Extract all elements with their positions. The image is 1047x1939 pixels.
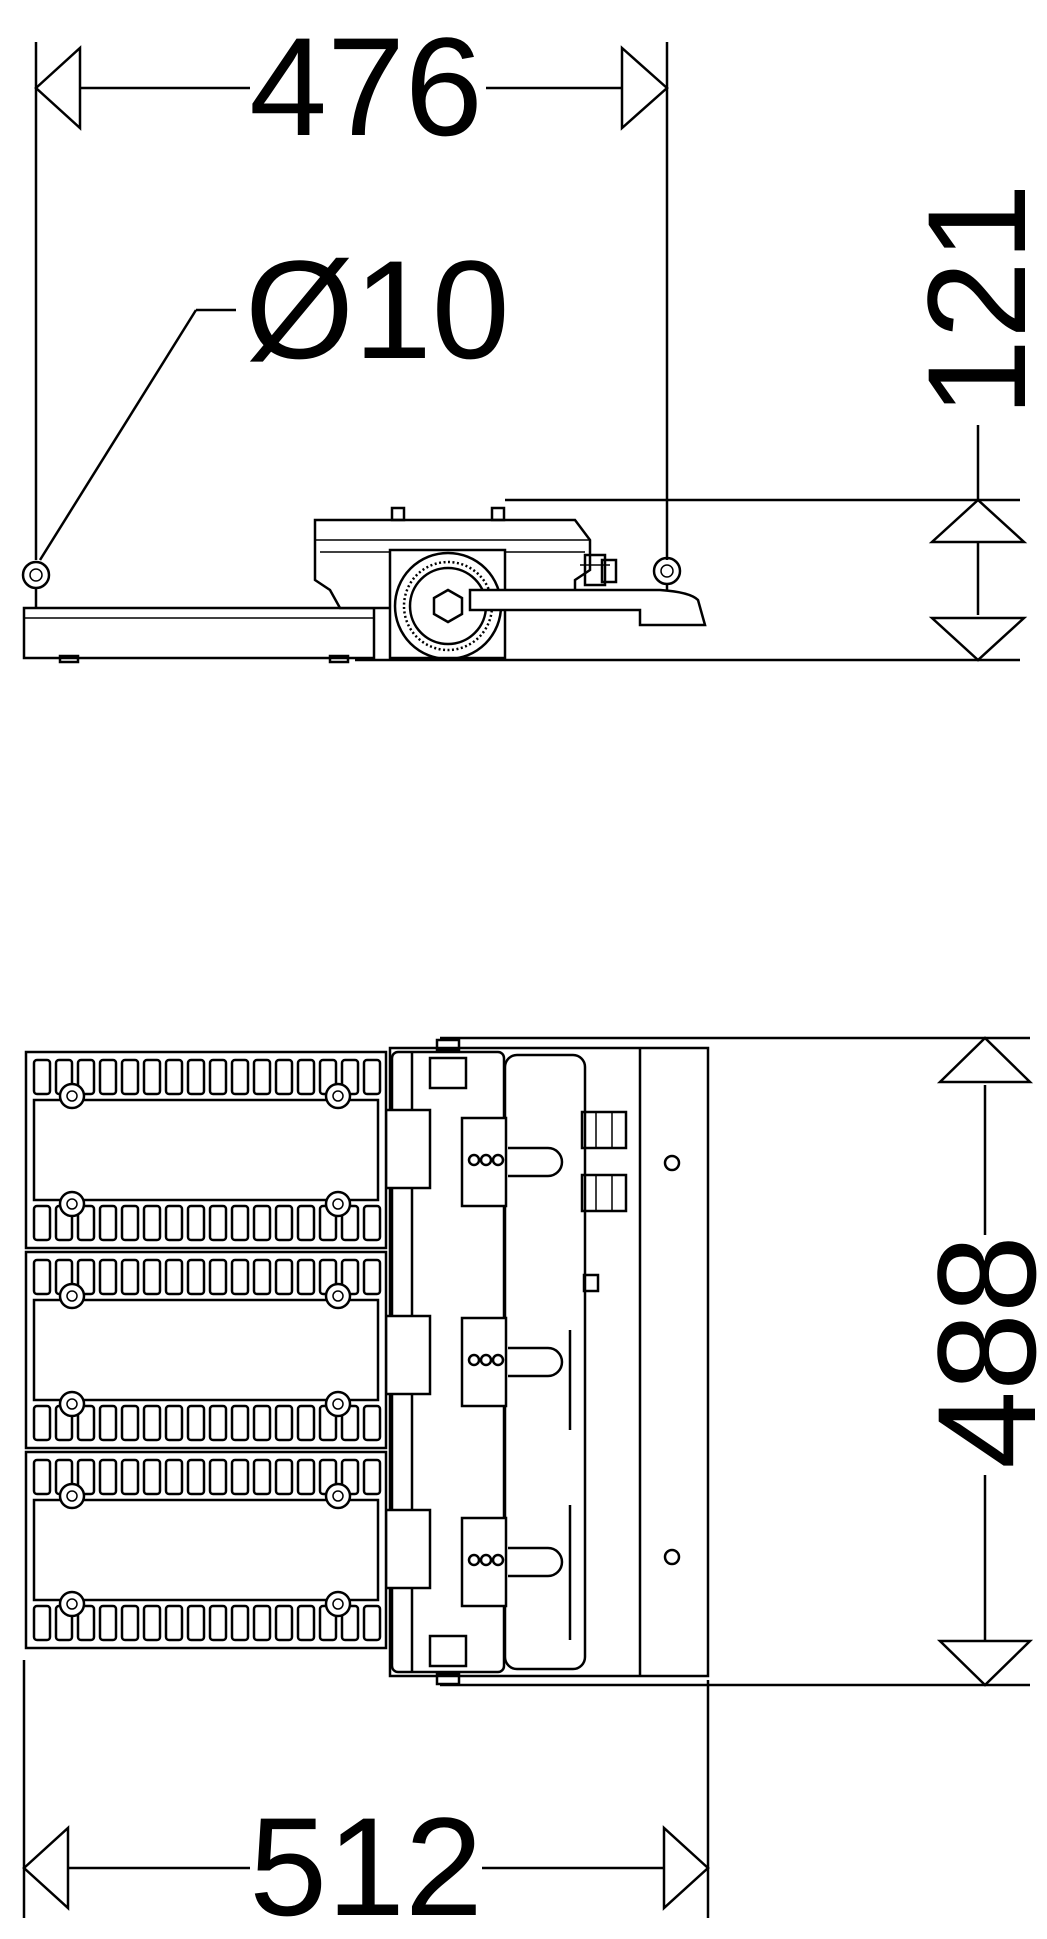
screw-icon [324, 1282, 352, 1310]
dimension-label-476: 476 [249, 8, 483, 165]
arrow-up [928, 498, 1028, 544]
luminaire-side-profile [21, 506, 707, 664]
terminal-block [460, 1316, 564, 1408]
arrow-left [22, 1825, 70, 1911]
led-module [24, 1250, 388, 1450]
screw-icon [324, 1590, 352, 1618]
arrow-right [662, 1825, 710, 1911]
screw-icon [324, 1390, 352, 1418]
cable-gland-icon [580, 1110, 628, 1150]
screw-icon [324, 1190, 352, 1218]
eye-bolt-icon [21, 560, 51, 608]
dimension-label-512: 512 [249, 1788, 483, 1939]
led-modules [24, 1050, 388, 1650]
dimension-512: 512 [22, 1660, 710, 1939]
dimension-diameter: Ø10 [38, 231, 510, 561]
arrow-left [34, 45, 82, 131]
screw-icon [324, 1082, 352, 1110]
cable-gland-icon [580, 1173, 628, 1213]
screw-icon [58, 1390, 86, 1418]
led-module [24, 1050, 388, 1250]
screw-icon [58, 1590, 86, 1618]
plan-view: 488 512 [22, 1036, 1047, 1939]
dimension-476: 476 [34, 8, 669, 560]
terminal-block [460, 1116, 564, 1208]
screw-icon [58, 1082, 86, 1110]
arrow-down [928, 616, 1028, 662]
driver-housing-plan [384, 1050, 564, 1674]
arrow-right [620, 45, 669, 131]
dimension-121: 121 [355, 183, 1047, 662]
side-view: 476 Ø10 121 [21, 8, 1047, 664]
screw-icon [58, 1190, 86, 1218]
dimension-label-488: 488 [908, 1235, 1047, 1469]
led-module [24, 1450, 388, 1650]
dimension-label-121: 121 [898, 183, 1047, 417]
screw-icon [58, 1282, 86, 1310]
screw-icon [324, 1482, 352, 1510]
arrow-down [936, 1639, 1034, 1687]
dimension-488: 488 [440, 1036, 1047, 1687]
dimension-label-diameter: Ø10 [245, 231, 510, 388]
arrow-up [936, 1036, 1034, 1084]
terminal-block [460, 1516, 564, 1608]
screw-icon [58, 1482, 86, 1510]
